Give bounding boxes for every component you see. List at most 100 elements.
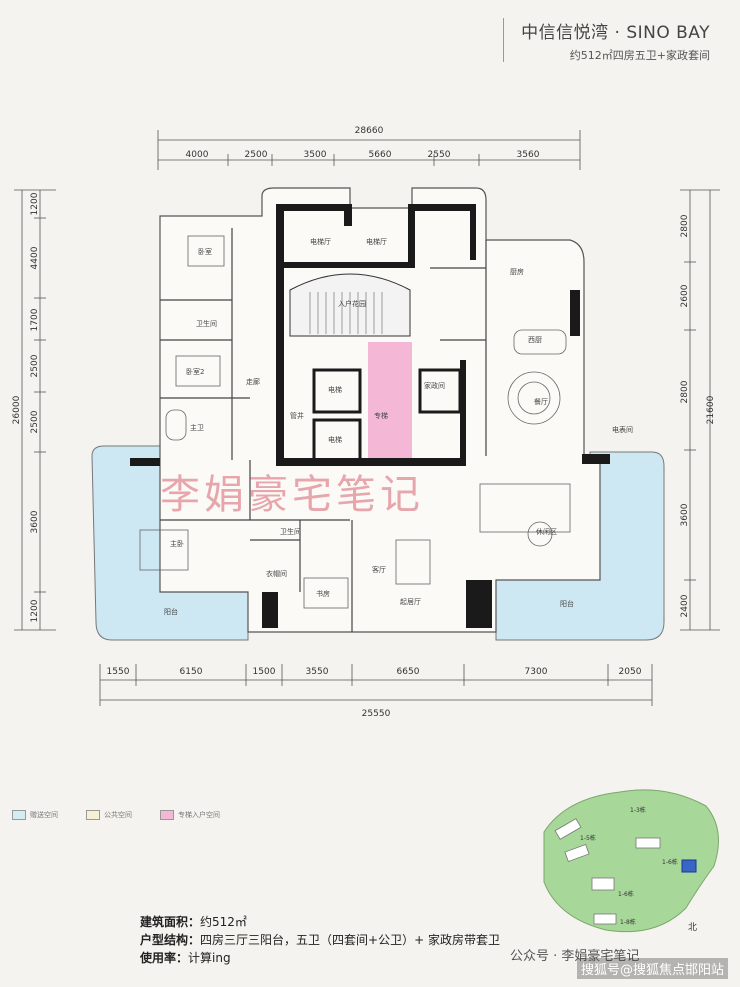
- label-living: 客厅: [372, 565, 386, 574]
- left-dim-6: 3600: [30, 510, 40, 533]
- label-bath-top: 卫生间: [196, 319, 217, 328]
- north-arrow-label: 北: [688, 923, 698, 933]
- bottom-dim-6: 7300: [525, 667, 548, 677]
- furniture: [139, 235, 571, 609]
- top-dim-3: 3500: [304, 150, 327, 160]
- right-dim-1: 2800: [680, 214, 690, 237]
- bottom-dim-2: 6150: [180, 667, 203, 677]
- core-walls: [130, 204, 610, 628]
- legend-label-public: 公共空间: [104, 811, 132, 819]
- info-area-row: 建筑面积：约512㎡: [140, 913, 500, 931]
- plan-title: 中信信悦湾 · SINO BAY: [521, 23, 710, 43]
- label-living-dining: 起居厅: [400, 598, 421, 606]
- site-current-building: [681, 859, 697, 873]
- left-dim-3: 1700: [30, 308, 40, 331]
- label-master-bath: 主卫: [190, 423, 204, 432]
- elevator-shafts: [312, 368, 462, 462]
- plan-subtitle: 约512㎡四房五卫+家政套间: [569, 49, 710, 62]
- site-label-5: 1-8栋: [620, 918, 636, 926]
- site-label-4: 1-6栋: [618, 890, 634, 898]
- top-dim-1: 4000: [186, 150, 209, 160]
- info-layout-label: 户型结构：: [140, 933, 201, 947]
- left-dimension-lines: [14, 189, 56, 631]
- label-elevator-hall: 电梯厅: [366, 237, 387, 246]
- bottom-dim-4: 3550: [306, 667, 329, 677]
- unit-info: 建筑面积：约512㎡ 户型结构：四房三厅三阳台，五卫（四套间+公卫）+ 家政房带…: [140, 913, 500, 967]
- label-master-bed: 主卧: [170, 539, 184, 548]
- right-dim-3: 2800: [680, 380, 690, 403]
- private-lift-entry: [368, 342, 412, 464]
- legend-item-private-lift: 专梯入户空间: [160, 810, 220, 820]
- right-dim-4: 3600: [680, 503, 690, 526]
- source-credit: 搜狐号@搜狐焦点邯阳站: [576, 958, 728, 979]
- label-shaft: 管井: [290, 411, 304, 420]
- header: 中信信悦湾 · SINO BAY 约512㎡四房五卫+家政套间: [503, 18, 710, 63]
- legend-swatch-private-lift: [160, 810, 174, 820]
- bottom-dim-7: 2050: [619, 667, 642, 677]
- left-total-dimension: 26000: [12, 395, 22, 424]
- legend: 赠送空间 公共空间 专梯入户空间: [12, 810, 220, 820]
- top-dim-2: 2500: [245, 150, 268, 160]
- site-buildings: [554, 818, 661, 925]
- label-cloak: 衣帽间: [266, 569, 287, 578]
- wechat-credit: 公众号 · 李娟豪宅笔记: [510, 949, 640, 964]
- header-divider: [503, 18, 505, 62]
- legend-swatch-gift: [12, 810, 26, 820]
- bottom-dim-3: 1500: [253, 667, 276, 677]
- right-dim-2: 2600: [680, 284, 690, 307]
- label-lift-lobby: 电梯厅: [310, 237, 331, 246]
- label-balcony-left: 阳台: [164, 607, 178, 616]
- info-layout-row: 户型结构：四房三厅三阳台，五卫（四套间+公卫）+ 家政房带套卫: [140, 931, 500, 949]
- balcony-right: [495, 451, 665, 641]
- left-dim-2: 4400: [30, 246, 40, 269]
- legend-item-public: 公共空间: [86, 810, 132, 820]
- bottom-dim-5: 6650: [397, 667, 420, 677]
- label-study: 书房: [316, 589, 330, 598]
- site-label-2: 1-5栋: [580, 834, 596, 842]
- label-balcony-right: 阳台: [560, 599, 574, 608]
- site-plan: 1-3栋 1-5栋 1-6栋 1-6栋 1-8栋: [543, 789, 719, 933]
- bottom-dimension-lines: [99, 664, 653, 706]
- site-label-3: 1-6栋: [662, 858, 678, 866]
- top-dimension-lines: [157, 130, 581, 170]
- site-green-area: [543, 789, 719, 933]
- info-rate-label: 使用率：: [140, 951, 189, 965]
- legend-label-private-lift: 专梯入户空间: [178, 811, 220, 819]
- bottom-dim-1: 1550: [107, 667, 130, 677]
- label-servant-room: 家政间: [424, 381, 445, 390]
- top-dim-4: 5660: [369, 150, 392, 160]
- site-label-1: 1-3栋: [630, 806, 646, 814]
- label-bedroom: 卧室: [198, 247, 212, 256]
- left-dim-1: 1200: [30, 192, 40, 215]
- label-bedroom2: 卧室2: [186, 367, 204, 376]
- label-kitchen: 厨房: [510, 267, 524, 276]
- right-total-dimension: 21600: [706, 395, 716, 424]
- label-stair: 入户花园: [338, 299, 366, 308]
- label-dining: 餐厅: [534, 397, 548, 406]
- label-lounge: 休闲区: [536, 527, 557, 536]
- left-dim-4: 2500: [30, 354, 40, 377]
- top-total-dimension: 28660: [355, 126, 384, 136]
- right-dimension-lines: [680, 189, 720, 631]
- label-western-kitchen: 西厨: [528, 336, 542, 344]
- legend-label-gift: 赠送空间: [30, 811, 58, 819]
- label-private-lift: 专梯: [374, 411, 388, 420]
- label-lift: 电梯: [328, 385, 342, 394]
- left-dim-5: 2500: [30, 410, 40, 433]
- label-lift2: 电梯: [328, 435, 342, 444]
- bottom-total-dimension: 25550: [362, 709, 391, 719]
- watermark: 李娟豪宅笔记: [160, 472, 424, 518]
- legend-swatch-public: [86, 810, 100, 820]
- info-layout-value: 四房三厅三阳台，五卫（四套间+公卫）+ 家政房带套卫: [200, 933, 500, 947]
- top-dim-6: 3560: [517, 150, 540, 160]
- label-bath2: 卫生间: [280, 527, 301, 536]
- stair-steps: [309, 292, 383, 334]
- label-meter: 电表间: [612, 425, 633, 434]
- label-corridor: 走廊: [246, 377, 260, 386]
- interior-walls: [160, 228, 487, 632]
- top-dim-5: 2550: [428, 150, 451, 160]
- left-dim-7: 1200: [30, 599, 40, 622]
- info-rate-row: 使用率：计算ing: [140, 949, 500, 967]
- info-area-label: 建筑面积：: [140, 915, 201, 929]
- legend-item-gift: 赠送空间: [12, 810, 58, 820]
